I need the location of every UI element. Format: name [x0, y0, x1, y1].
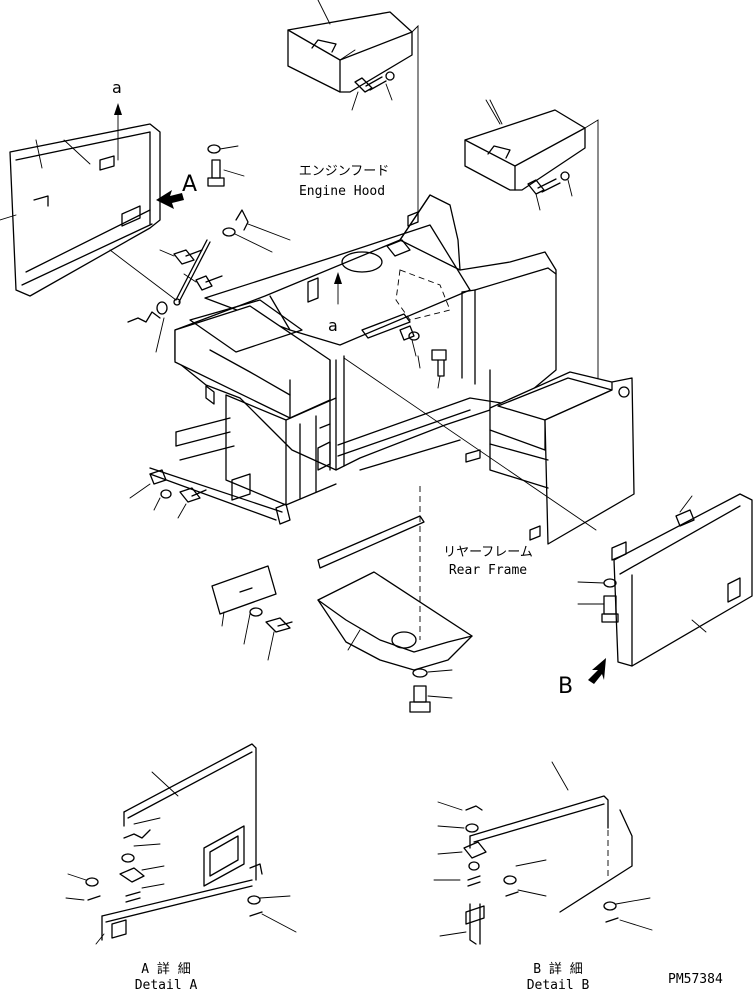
- washer-bolt-right-door: [577, 578, 619, 623]
- detail-a-label-jp: A 詳 細: [141, 962, 191, 977]
- washer-bolt-center: [408, 331, 447, 389]
- detail-b-label-jp: B 詳 細: [533, 962, 583, 977]
- detail-B-drawing: [433, 761, 653, 945]
- view-arrow-A: [156, 190, 184, 209]
- view-arrow-a-top: [114, 103, 122, 161]
- washer-bolt-group-left: [207, 144, 245, 187]
- rear-frame-label-en: Rear Frame: [448, 563, 528, 578]
- under-cover: [317, 515, 473, 671]
- bolts-under-door: [159, 249, 223, 291]
- engine-hood-label-jp: エンジンフード: [298, 164, 390, 179]
- washer-bolt-bottom: [409, 668, 453, 713]
- washer-bolt-lower-left: [129, 469, 207, 519]
- detail-a-label-en: Detail A: [134, 978, 198, 993]
- right-battery-box: [465, 371, 635, 545]
- detail-A-drawing: [65, 743, 297, 945]
- right-door-panel: [611, 493, 753, 667]
- view-arrow-B: [588, 658, 606, 684]
- view-arrow-a-mid: [334, 272, 342, 305]
- bolt-right-cover: [527, 171, 573, 211]
- engine-hood-label-en: Engine Hood: [298, 184, 386, 199]
- arrow-a-mid-label: a: [328, 316, 338, 335]
- detail-b-label-en: Detail B: [526, 978, 590, 993]
- view-marker-B: B: [558, 674, 574, 699]
- view-marker-A: A: [182, 172, 198, 197]
- clip-and-washer: [127, 301, 168, 353]
- right-cover-box: [464, 99, 586, 191]
- lower-left-bracket: [211, 565, 293, 661]
- rear-frame-label-jp: リヤーフレーム: [443, 545, 533, 560]
- bolt-top-cover: [351, 71, 395, 111]
- part-number-label: PM57384: [668, 972, 723, 987]
- left-door-panel: [0, 123, 161, 297]
- top-cover-box: [287, 0, 413, 93]
- arrow-a-top-label: a: [112, 78, 122, 97]
- rear-frame-body: [149, 194, 591, 525]
